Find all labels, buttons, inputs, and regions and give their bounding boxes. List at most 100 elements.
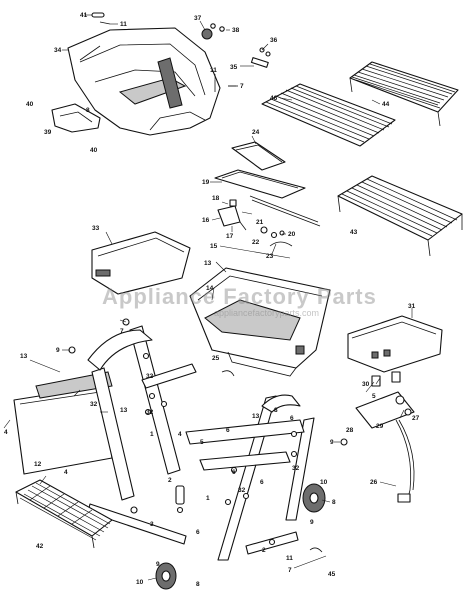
label-32: 32 — [238, 487, 246, 494]
label-2: 2 — [168, 477, 172, 484]
label-46: 46 — [270, 95, 278, 102]
label-34: 34 — [54, 47, 62, 54]
label-13: 13 — [120, 407, 128, 414]
label-4: 4 — [4, 429, 8, 436]
label-6: 6 — [226, 427, 230, 434]
label-8: 8 — [86, 107, 90, 114]
label-8: 8 — [332, 499, 336, 506]
label-14: 14 — [206, 285, 214, 292]
label-6: 6 — [290, 415, 294, 422]
label-1: 1 — [150, 431, 154, 438]
callout-labels: 41 11 34 37 38 36 35 11 7 40 8 39 40 46 … — [4, 12, 420, 588]
label-43: 43 — [350, 229, 358, 236]
control-knob-37[interactable] — [201, 23, 225, 40]
label-40: 40 — [26, 101, 34, 108]
label-13: 13 — [20, 353, 28, 360]
wheel-rear[interactable] — [302, 483, 326, 513]
label-29: 29 — [376, 423, 384, 430]
label-36: 36 — [270, 37, 278, 44]
label-3: 3 — [150, 521, 154, 528]
label-26: 26 — [370, 479, 378, 486]
label-33: 33 — [92, 225, 100, 232]
label-32: 32 — [292, 465, 300, 472]
label-4: 4 — [178, 431, 182, 438]
label-10: 10 — [136, 579, 144, 586]
label-13: 13 — [204, 260, 212, 267]
label-16: 16 — [202, 217, 210, 224]
label-7: 7 — [240, 83, 244, 90]
label-11: 11 — [120, 21, 127, 28]
valve-assembly[interactable] — [355, 371, 415, 429]
label-32: 32 — [90, 401, 98, 408]
cooking-grate-lower[interactable] — [337, 175, 463, 257]
hood-handle-39[interactable] — [51, 103, 101, 133]
label-31: 31 — [408, 303, 416, 310]
label-8: 8 — [196, 581, 200, 588]
hood-screw-41[interactable] — [91, 12, 105, 18]
label-1: 1 — [206, 495, 210, 502]
label-9: 9 — [330, 439, 334, 446]
hood-bolt-11-top[interactable] — [99, 21, 111, 25]
label-22: 22 — [252, 239, 260, 246]
watermark-url: appliancefactoryparts.com — [214, 308, 319, 318]
label-4: 4 — [64, 469, 68, 476]
label-7: 7 — [120, 328, 124, 335]
label-28: 28 — [346, 427, 354, 434]
label-23: 23 — [266, 253, 274, 260]
cooking-grate-upper[interactable] — [261, 83, 396, 147]
label-41: 41 — [80, 12, 88, 19]
cart-frame[interactable] — [87, 325, 315, 561]
label-10: 10 — [320, 479, 328, 486]
watermark-brand: Appliance Factory Parts — [102, 284, 377, 309]
label-7: 7 — [288, 567, 292, 574]
label-15: 15 — [210, 243, 218, 250]
label-8: 8 — [274, 407, 278, 414]
leader-lines — [3, 14, 413, 581]
label-2: 2 — [262, 547, 266, 554]
label-6: 6 — [260, 479, 264, 486]
label-38: 38 — [232, 27, 240, 34]
label-6: 6 — [232, 469, 236, 476]
label-27: 27 — [412, 415, 420, 422]
label-18: 18 — [212, 195, 220, 202]
label-19: 19 — [202, 179, 210, 186]
fastener-dots — [68, 318, 348, 553]
side-shelf-right[interactable] — [347, 315, 443, 373]
label-11: 11 — [210, 67, 217, 74]
label-39: 39 — [44, 129, 52, 136]
warming-rack[interactable] — [349, 61, 459, 127]
ignitor-bracket-16-18[interactable] — [217, 199, 247, 231]
label-9: 9 — [56, 347, 60, 354]
side-shelf-left[interactable] — [91, 231, 191, 295]
label-35: 35 — [230, 64, 238, 71]
label-45: 45 — [328, 571, 336, 578]
label-5: 5 — [372, 393, 376, 400]
bracket-35-36[interactable] — [250, 47, 271, 68]
label-9: 9 — [156, 561, 160, 568]
label-44: 44 — [382, 101, 390, 108]
label-42: 42 — [36, 543, 44, 550]
heat-deflector[interactable] — [231, 141, 286, 171]
label-32: 32 — [146, 373, 154, 380]
label-24: 24 — [252, 129, 260, 136]
storage-basket[interactable] — [15, 479, 113, 549]
label-20: 20 — [288, 231, 296, 238]
label-37: 37 — [194, 15, 202, 22]
fire-box[interactable] — [189, 267, 331, 377]
label-17: 17 — [226, 233, 234, 240]
label-21: 21 — [256, 219, 264, 226]
label-9: 9 — [310, 519, 314, 526]
front-bracket-32[interactable] — [141, 363, 197, 408]
wheel-front[interactable] — [155, 562, 177, 590]
burner-tube[interactable] — [214, 169, 321, 227]
label-30: 30 — [362, 381, 370, 388]
label-6: 6 — [196, 529, 200, 536]
label-11: 11 — [286, 555, 293, 562]
gas-hose[interactable] — [395, 419, 415, 503]
label-25: 25 — [212, 355, 220, 362]
label-32: 32 — [146, 409, 154, 416]
grill-hood[interactable] — [67, 27, 221, 136]
label-5: 5 — [200, 439, 204, 446]
label-40: 40 — [90, 147, 98, 154]
